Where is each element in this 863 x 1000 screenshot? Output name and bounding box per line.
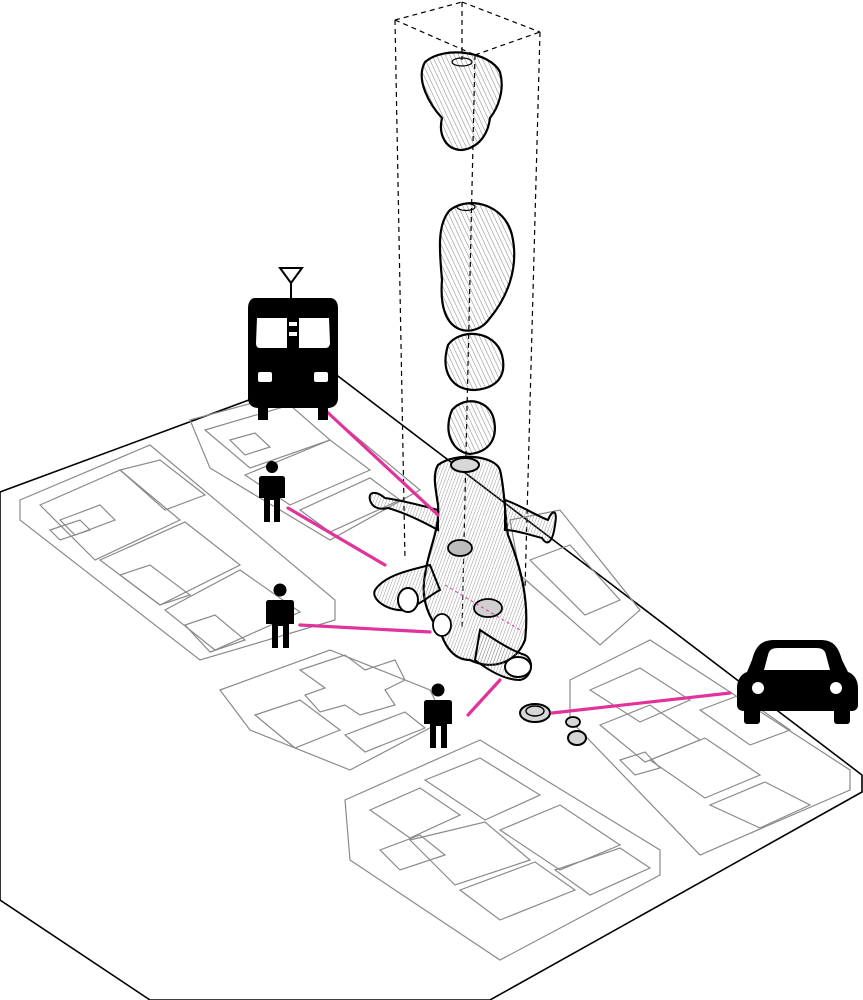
- tram-icon: [248, 267, 338, 420]
- sculpture-arm-left: [368, 492, 439, 532]
- elevated-forms: [420, 51, 516, 456]
- connector-pedestrian-2: [298, 623, 432, 634]
- tram-body: [248, 298, 338, 408]
- block-west: [19, 444, 336, 661]
- mini-sculptures: [519, 703, 587, 746]
- tram-window-left: [256, 318, 287, 348]
- pedestrian-icon: [266, 583, 294, 648]
- connector-tram: [323, 408, 440, 517]
- site-outline: [0, 369, 863, 1000]
- sculpture-node-side: [432, 613, 452, 637]
- sculpture-limb-left-end: [397, 587, 419, 613]
- elevated-form-lower: [447, 400, 496, 456]
- connector-car: [550, 691, 732, 715]
- sculpture-cap: [450, 457, 480, 473]
- sculpture-base-mark: [444, 584, 521, 631]
- car-icon: [737, 640, 858, 724]
- elevated-form-upper: [438, 202, 516, 332]
- ground-sculpture: [368, 455, 557, 682]
- car-body: [737, 640, 858, 711]
- block-south-west: [344, 739, 661, 961]
- pedestrian-icon: [259, 461, 285, 522]
- sculpture-node-lower: [473, 598, 503, 618]
- connector-lines: [286, 408, 732, 717]
- mini-sculpture-tiny: [565, 716, 581, 728]
- connector-pedestrian-1: [286, 506, 387, 567]
- connector-pedestrian-3: [466, 678, 502, 717]
- elevated-form-top: [420, 51, 503, 152]
- ground-plane: [0, 369, 863, 1000]
- city-blocks: [19, 389, 851, 961]
- sculpture-limb-right-end: [504, 656, 532, 678]
- mini-sculpture-small: [567, 730, 587, 746]
- tram-pantograph: [278, 267, 304, 285]
- elevated-form-middle: [444, 332, 505, 392]
- sculpture-arm-right: [504, 498, 557, 544]
- car-windshield: [764, 648, 830, 670]
- pedestrian-icon: [424, 683, 452, 748]
- sculpture-node-center: [447, 539, 473, 557]
- tram-window-right: [299, 318, 330, 348]
